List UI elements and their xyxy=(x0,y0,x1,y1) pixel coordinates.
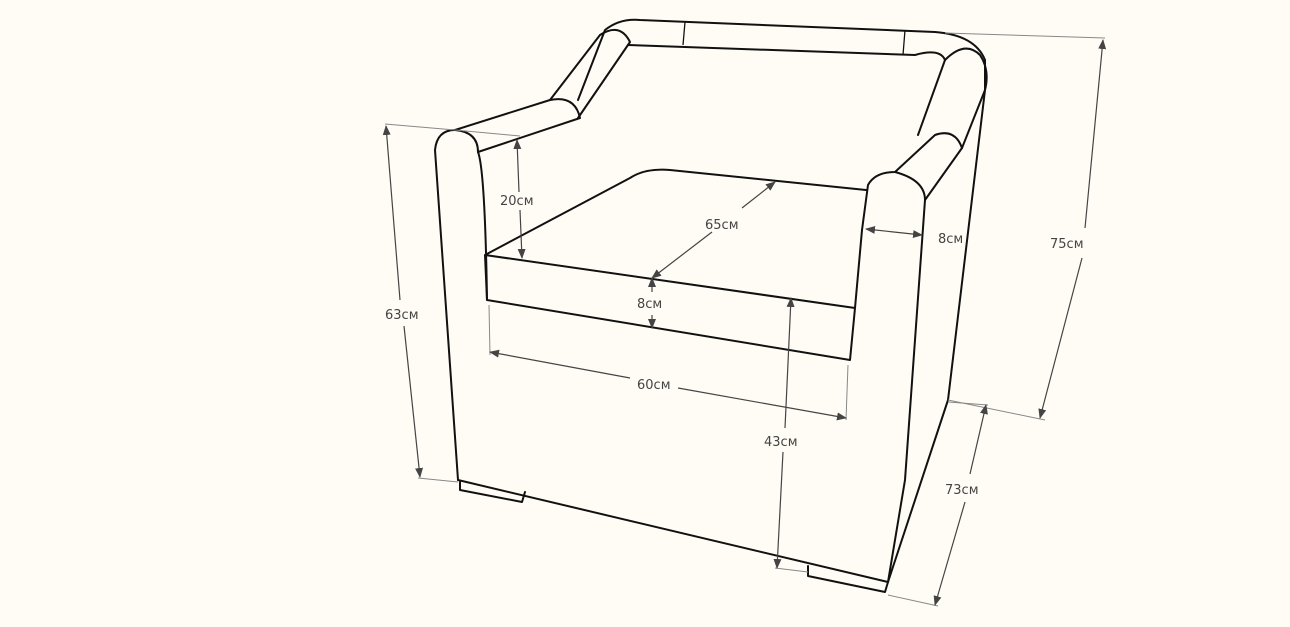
label-cushion-thickness: 8см xyxy=(637,297,662,312)
label-total-height: 75см xyxy=(1050,237,1084,252)
dimension-labels: 20см 65см 8см 75см 63см 8см 60см 43см 73… xyxy=(385,194,1084,498)
seat-cushion xyxy=(484,168,867,361)
back-right-post xyxy=(887,47,988,583)
dimension-lines xyxy=(382,32,1107,607)
armchair-outline xyxy=(434,18,988,593)
label-seat-depth: 65см xyxy=(705,218,739,233)
front-bottom xyxy=(457,479,889,583)
label-arm-height: 20см xyxy=(500,194,534,209)
back-inner-top xyxy=(627,44,946,61)
label-arm-total-height: 63см xyxy=(385,308,419,323)
left-arm xyxy=(434,98,581,481)
leg-left xyxy=(459,481,526,503)
back-top xyxy=(577,18,986,101)
leg-right xyxy=(807,565,889,593)
label-seat-height: 43см xyxy=(764,435,798,450)
label-arm-width: 8см xyxy=(938,232,963,247)
label-depth: 73см xyxy=(945,483,979,498)
label-seat-width: 60см xyxy=(637,378,671,393)
right-arm xyxy=(861,132,963,583)
